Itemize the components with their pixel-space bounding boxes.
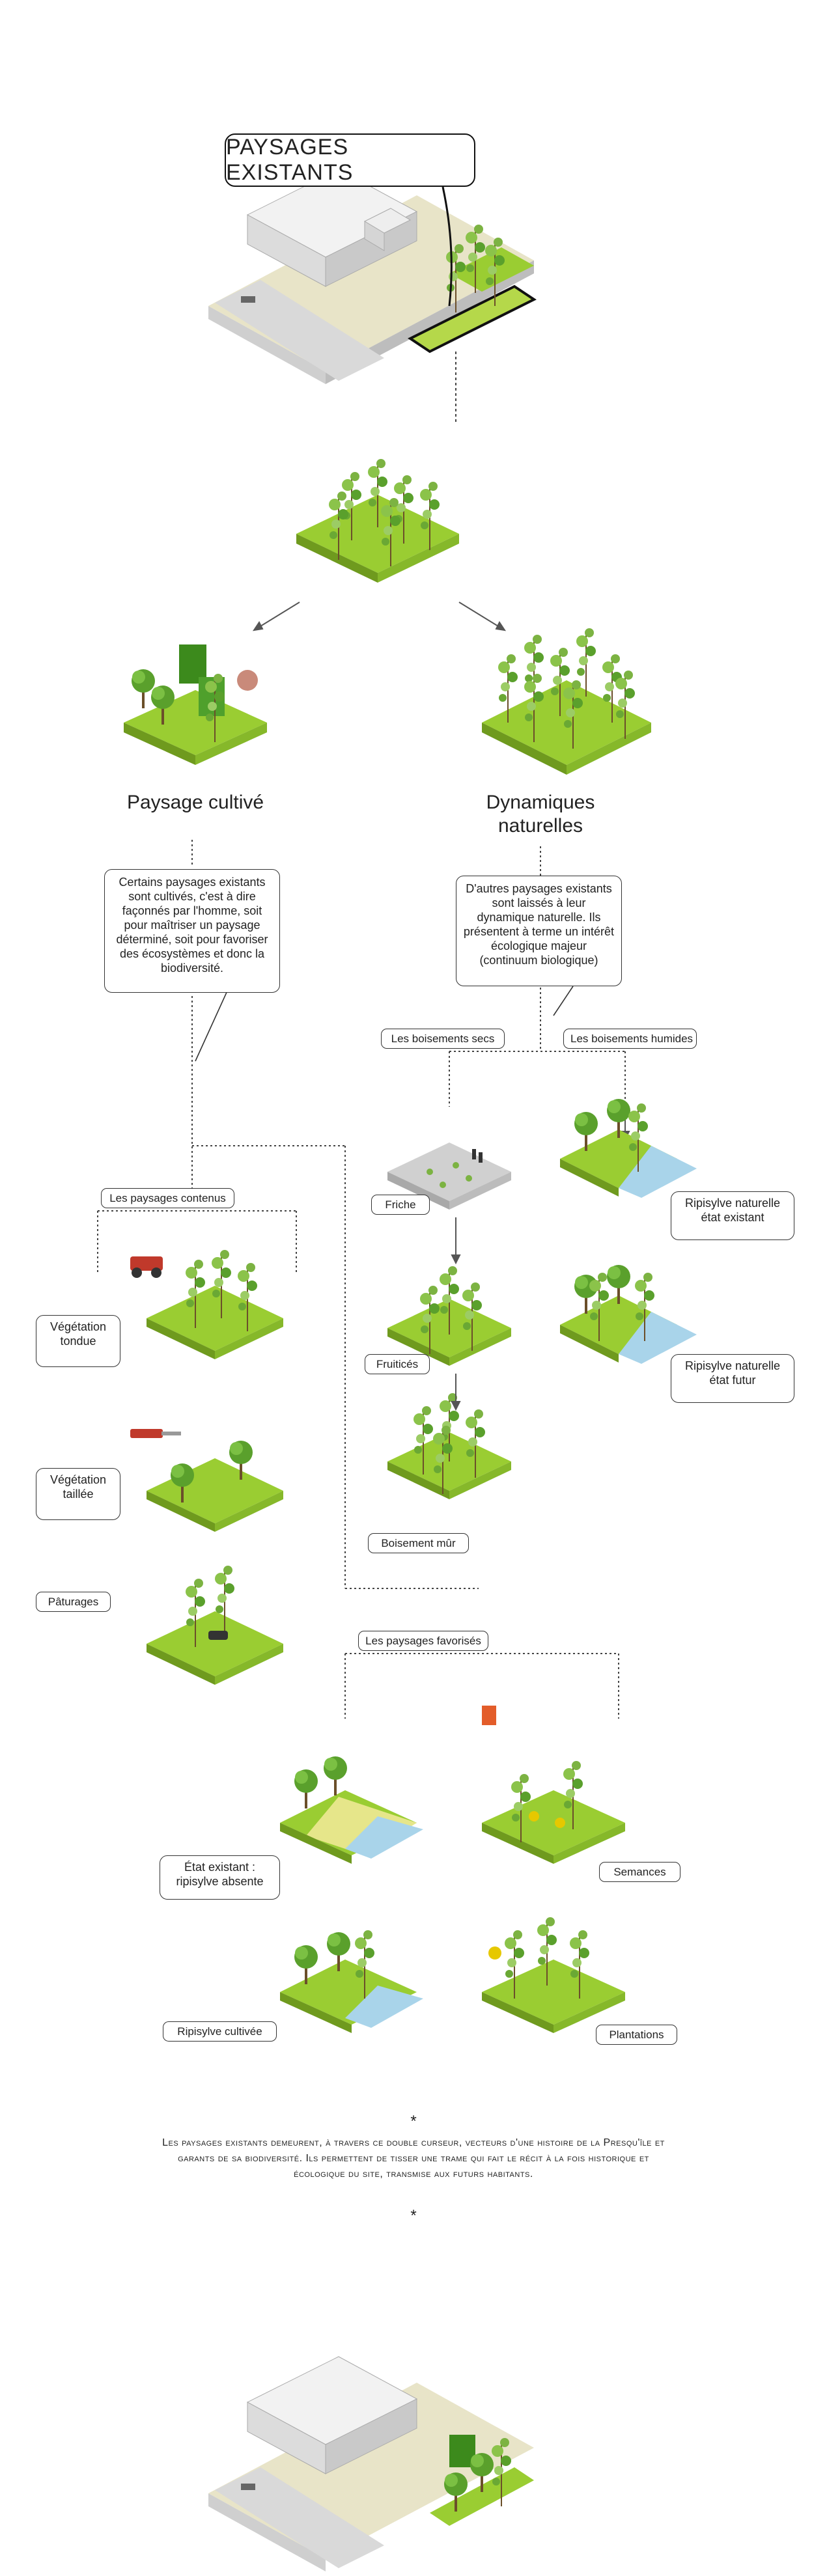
- plantations-plot: [482, 1917, 625, 2033]
- site-plan-future: [208, 2356, 534, 2571]
- group-favored: Les paysages favorisés: [358, 1631, 488, 1651]
- site-plan-existing: [208, 169, 537, 384]
- label-vegetation-tondue: Végétation tondue: [36, 1315, 120, 1367]
- group-dry-woods: Les boisements secs: [381, 1029, 505, 1049]
- label-etat-existant: État existant : ripisylve absente: [160, 1855, 280, 1900]
- branch-cultivated-heading: Paysage cultivé: [126, 792, 264, 813]
- label-semances: Semances: [599, 1862, 680, 1882]
- vegetation-tondue-plot: [130, 1249, 283, 1359]
- group-wet-woods: Les boisements humides: [563, 1029, 697, 1049]
- callout-tail-natural: [553, 986, 574, 1016]
- root-plot: [296, 458, 459, 583]
- conclusion-text: Les paysages existants demeurent, à trav…: [162, 2137, 665, 2180]
- callout-tail-cultivated: [195, 989, 229, 1062]
- label-plantations: Plantations: [596, 2025, 677, 2045]
- chainsaw-icon: [130, 1429, 163, 1438]
- group-contained: Les paysages contenus: [101, 1188, 234, 1208]
- cow-icon: [208, 1631, 228, 1640]
- vegetation-taillee-plot: [130, 1429, 283, 1532]
- label-ripisylve-cultivee: Ripisylve cultivée: [163, 2021, 277, 2042]
- label-vegetation-taillee: Végétation taillée: [36, 1468, 120, 1520]
- label-ripisylve-futur: Ripisylve naturelle état futur: [671, 1354, 794, 1403]
- tractor-icon: [130, 1256, 163, 1271]
- seed-bag-icon: [482, 1706, 496, 1725]
- paturages-plot: [147, 1565, 283, 1685]
- ripisylve-cultivee-plot: [280, 1930, 423, 2033]
- label-ripisylve-existant: Ripisylve naturelle état existant: [671, 1191, 794, 1240]
- label-paturages: Pâturages: [36, 1592, 111, 1612]
- page-title: PAYSAGES EXISTANTS: [225, 133, 475, 187]
- separator-bottom: *: [410, 2207, 417, 2224]
- label-friche: Friche: [371, 1195, 430, 1215]
- callout-cultivated: Certains paysages existants sont cultivé…: [104, 869, 280, 993]
- boisement-mur-plot: [387, 1392, 511, 1499]
- title-pointer: [442, 186, 453, 307]
- callout-natural: D'autres paysages existants sont laissés…: [456, 876, 622, 986]
- ripisylve-futur-plot: [560, 1265, 697, 1364]
- natural-plot: [482, 628, 651, 775]
- connector-lines: [97, 840, 626, 1719]
- etat-existant-plot: [280, 1756, 423, 1864]
- branch-natural-heading: Dynamiques naturelles: [486, 792, 595, 837]
- branch-arrows: [252, 602, 507, 631]
- friche-plot: [387, 1143, 511, 1210]
- ripisylve-existant-plot: [560, 1099, 697, 1198]
- label-fruitices: Fruiticés: [365, 1354, 430, 1374]
- label-boisement-mur: Boisement mûr: [368, 1533, 469, 1553]
- semances-plot: [482, 1706, 625, 1864]
- separator-top: *: [410, 2112, 417, 2130]
- fruitices-plot: [387, 1266, 511, 1366]
- cultivated-plot: [124, 644, 267, 765]
